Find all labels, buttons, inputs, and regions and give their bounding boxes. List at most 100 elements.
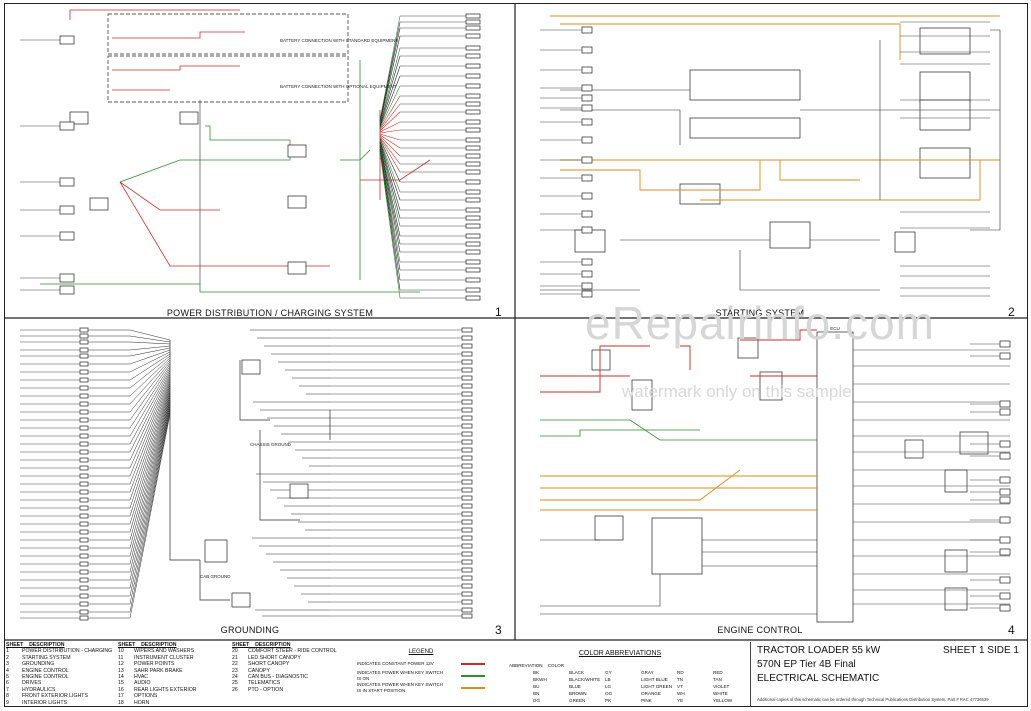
- connector-terminal: [461, 607, 473, 613]
- connector-terminal: [461, 439, 473, 445]
- connector-terminal: [461, 583, 473, 589]
- wire: [379, 121, 401, 133]
- wire: [90, 387, 171, 517]
- wire: [90, 365, 171, 429]
- quadrant-3-number: 3: [495, 623, 502, 637]
- wire: [90, 397, 171, 557]
- quadrant-1-number: 1: [495, 305, 502, 319]
- color-abbreviation-cell: LIGHT BLUE: [641, 677, 668, 682]
- connector-terminal: [461, 551, 473, 557]
- wire: [90, 335, 171, 343]
- connector-terminal: [79, 433, 89, 439]
- connector-terminal: [461, 407, 473, 413]
- connector: [581, 226, 593, 234]
- sensor: [594, 515, 624, 541]
- connector-terminal: [461, 359, 473, 365]
- wire: [90, 403, 171, 581]
- wire: [90, 413, 171, 619]
- wire: [379, 141, 401, 211]
- connector-terminal: [79, 545, 89, 551]
- connector-terminal: [79, 449, 89, 455]
- connector-terminal: [461, 559, 473, 565]
- connector-terminal: [465, 101, 481, 107]
- connector-terminal: [465, 13, 481, 19]
- connector-terminal: [461, 415, 473, 421]
- relay-module: [631, 379, 653, 411]
- connector: [581, 192, 593, 200]
- connector-terminal: [465, 33, 481, 39]
- connector-terminal: [79, 593, 89, 599]
- wire: [90, 375, 171, 469]
- connector-terminal: [461, 343, 473, 349]
- connector: [581, 174, 593, 182]
- connector-terminal: [461, 399, 473, 405]
- connector-terminal: [79, 425, 89, 431]
- connector-terminal: [79, 417, 89, 423]
- connector: [581, 94, 593, 102]
- ignition-switch: [179, 111, 199, 125]
- color-abbreviation-cell: YELLOW: [713, 698, 733, 703]
- power-relay: [287, 195, 307, 209]
- wire-legend-title: LEGEND: [408, 649, 434, 655]
- connector: [581, 290, 593, 298]
- wire: [90, 373, 171, 461]
- ground-splice: [289, 483, 309, 499]
- color-abbreviation-cell: OG: [605, 691, 613, 696]
- wire: [560, 109, 681, 145]
- connector-terminal: [461, 503, 473, 509]
- connector-terminal: [465, 179, 481, 185]
- color-abbreviation-cell: BROWN: [569, 691, 587, 696]
- connector: [581, 26, 593, 34]
- wire: [90, 409, 171, 605]
- connector-terminal: [79, 473, 89, 479]
- quadrant-4-number: 4: [1008, 623, 1015, 637]
- connector: [999, 604, 1011, 612]
- connector-terminal: [465, 233, 481, 239]
- battery-optional-box: [107, 55, 349, 103]
- wire: [379, 129, 401, 134]
- wire: [379, 148, 401, 271]
- wire: [90, 401, 171, 573]
- connector-terminal: [461, 375, 473, 381]
- wire: [340, 149, 371, 161]
- switch: [894, 231, 916, 253]
- wire-legend: LEGEND INDICATES CONSTANT POWER 12V INDI…: [357, 649, 485, 694]
- wire: [90, 379, 171, 485]
- wire: [379, 138, 401, 183]
- relay-module: [919, 147, 971, 179]
- fuse: [69, 111, 89, 125]
- wire: [379, 142, 401, 219]
- connector-terminal: [465, 295, 481, 301]
- wire: [540, 429, 700, 437]
- color-abbreviation-cell: DG: [533, 698, 540, 703]
- wire: [379, 111, 401, 132]
- connector-terminal: [465, 267, 481, 273]
- wire: [90, 359, 171, 405]
- wire: [90, 329, 171, 341]
- connector-terminal: [461, 423, 473, 429]
- connector-terminal: [465, 145, 481, 151]
- wire: [739, 250, 880, 291]
- wire: [379, 103, 401, 131]
- connector: [581, 118, 593, 126]
- color-abbreviation-cell: BN: [533, 691, 540, 696]
- connector-terminal: [465, 109, 481, 115]
- connector-terminal: [79, 457, 89, 463]
- wire: [90, 393, 171, 541]
- wire: [119, 181, 220, 211]
- color-abbreviations-title: COLOR ABBREVIATIONS: [578, 650, 662, 657]
- connector-terminal: [461, 335, 473, 341]
- color-abbreviation-cell: BLACK/WHITE: [569, 677, 601, 682]
- wire-legend-item: INDICATES POWER WHEN KEY SWITCH IS ON: [357, 670, 485, 682]
- sensor: [944, 587, 968, 611]
- connector-terminal: [79, 553, 89, 559]
- connector-terminal: [465, 241, 481, 247]
- wire: [112, 31, 245, 39]
